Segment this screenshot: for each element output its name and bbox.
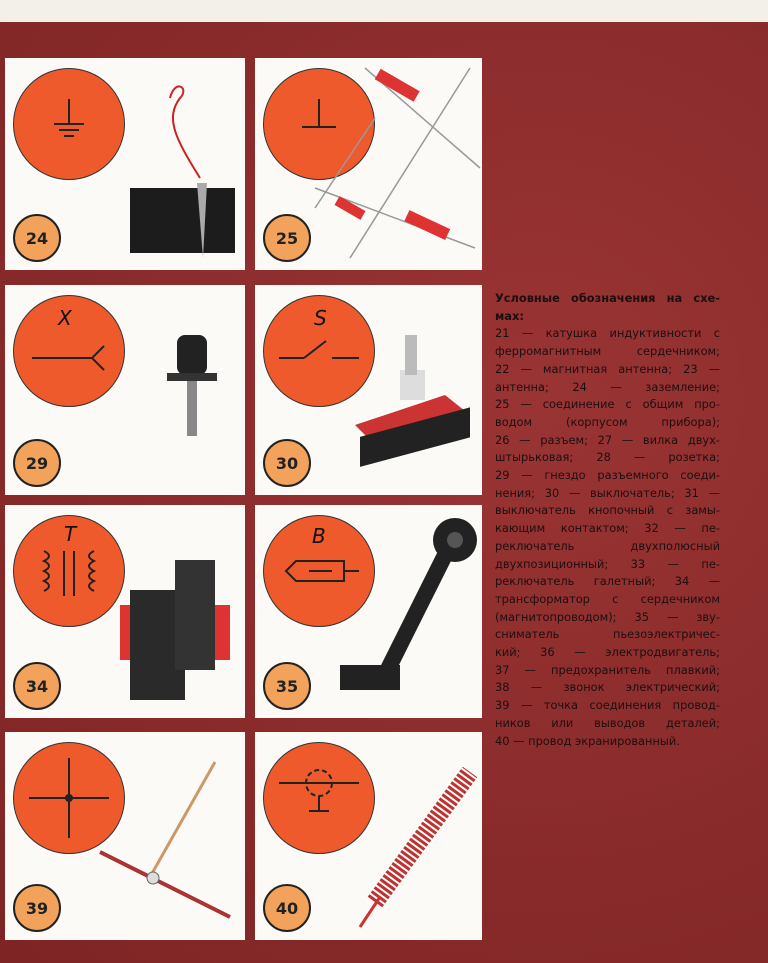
figure-number: 39: [13, 884, 61, 932]
card-ground: 24: [5, 58, 245, 270]
ground-symbol: [13, 68, 125, 180]
shielded-wire-symbol: [263, 742, 375, 854]
caption-line: 21 — катушка индуктивности с: [495, 326, 720, 341]
figure-number: 30: [263, 439, 311, 487]
caption-line: штырьковая; 28 — розетка;: [495, 450, 720, 465]
figure-number: 40: [263, 884, 311, 932]
caption-line: кий; 36 — электродвигатель;: [495, 645, 720, 660]
tonearm-illustration: [340, 518, 477, 690]
card-junction: 39: [5, 732, 245, 940]
caption-line: 37 — предохранитель плавкий;: [495, 662, 720, 677]
caption-line: 38 — звонок электрический;: [495, 680, 720, 695]
caption-line: ников или выводов деталей;: [495, 715, 720, 730]
figure-number: 29: [13, 439, 61, 487]
junction-symbol: [13, 742, 125, 854]
symbol-letter: T: [64, 522, 77, 546]
caption-line: двухпозиционный; 33 — пе-: [495, 556, 720, 571]
card-transformer: T 34: [5, 505, 245, 718]
caption-line: нения; 30 — выключатель; 31 —: [495, 485, 720, 500]
card-piezo-pickup: B 35: [255, 505, 482, 718]
caption-line: антенна; 24 — заземление;: [495, 379, 720, 394]
wire-junction-illustration: [99, 761, 231, 919]
caption-line: выключатель кнопочный с замы-: [495, 503, 720, 518]
ground-rod-illustration: [130, 85, 235, 258]
caption-line: Условные обозначения на схе-: [495, 291, 720, 305]
symbol-letter: B: [312, 524, 326, 548]
chassis-symbol: [263, 68, 375, 180]
caption-line: 25 — соединение с общим про-: [495, 397, 720, 412]
transformer-illustration: [120, 560, 230, 700]
caption-line: реключатель двухполюсный: [495, 538, 720, 553]
card-shielded-wire: 40: [255, 732, 482, 940]
shielded-cable-illustration: [358, 766, 478, 928]
caption-line: 39 — точка соединения провод-: [495, 698, 720, 713]
caption-line: 29 — гнездо разъемного соеди-: [495, 468, 720, 483]
magazine-page: 24 25 X 29 S 30 T 34 B 35 39 40 Услов: [0, 22, 768, 963]
socket-symbol: X: [13, 295, 125, 407]
caption-line: 26 — разъем; 27 — вилка двух-: [495, 432, 720, 447]
card-socket: X 29: [5, 285, 245, 495]
toggle-switch-illustration: [355, 335, 470, 467]
caption-line: водом (корпусом прибора);: [495, 414, 720, 429]
jack-illustration: [167, 335, 217, 436]
figure-number: 35: [263, 662, 311, 710]
card-switch: S 30: [255, 285, 482, 495]
transformer-symbol: T: [13, 515, 125, 627]
figure-number: 34: [13, 662, 61, 710]
piezo-pickup-symbol: B: [263, 515, 375, 627]
figure-number: 24: [13, 214, 61, 262]
caption-line: мах:: [495, 308, 524, 323]
caption-text: Условные обозначения на схе-мах: 21 — кат…: [495, 290, 720, 750]
circuit-wires-illustration: [314, 67, 481, 259]
caption-line: 40 — провод экранированный.: [495, 733, 680, 748]
caption-line: кающим контактом; 32 — пе-: [495, 521, 720, 536]
card-chassis: 25: [255, 58, 482, 270]
switch-symbol: S: [263, 295, 375, 407]
caption-line: 22 — магнитная антенна; 23 —: [495, 361, 720, 376]
figure-number: 25: [263, 214, 311, 262]
symbol-letter: X: [58, 306, 72, 330]
caption-line: (магнитопроводом); 35 — зву-: [495, 609, 720, 624]
caption-line: трансформатор с сердечником: [495, 591, 720, 606]
caption-line: реключатель галетный; 34 —: [495, 574, 720, 589]
caption-line: сниматель пьезоэлектричес-: [495, 627, 720, 642]
caption-line: ферромагнитным сердечником;: [495, 344, 720, 359]
symbol-letter: S: [314, 306, 327, 330]
